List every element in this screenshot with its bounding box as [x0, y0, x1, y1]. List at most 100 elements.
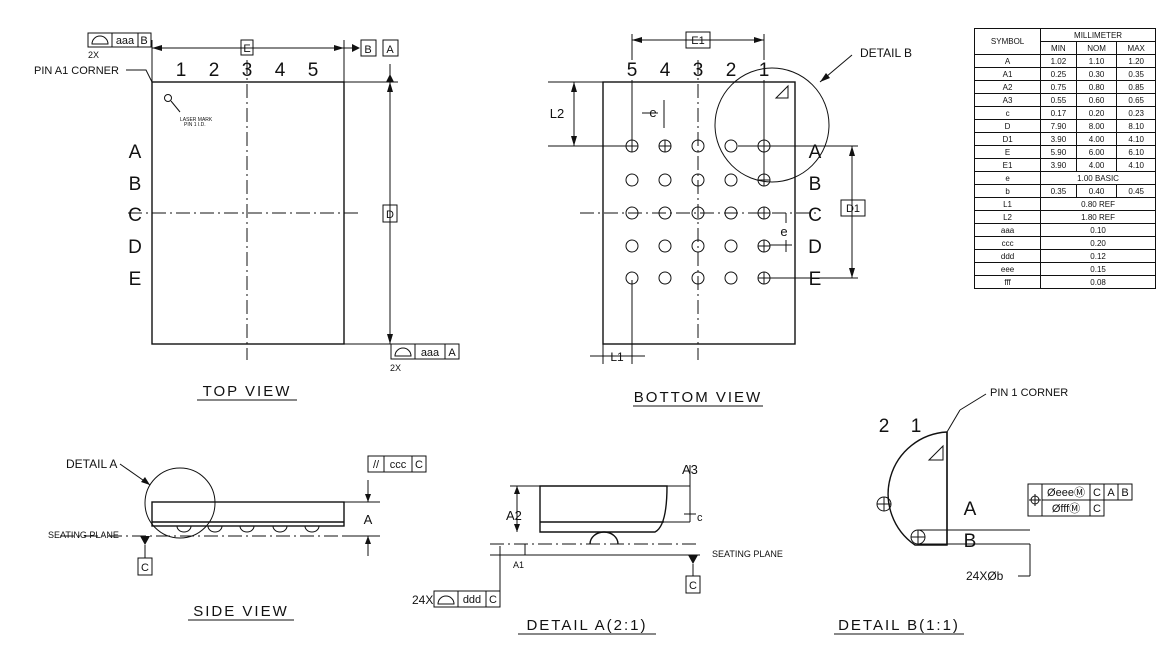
fcf-tol: aaa: [421, 347, 440, 359]
arrow-icon: [571, 82, 577, 92]
pin1-corner-label: PIN 1 CORNER: [990, 387, 1068, 399]
laser-mark-line1: LASER MARK: [180, 117, 213, 123]
solder-ball-icon: [658, 271, 672, 285]
table-cell: E: [973, 145, 1042, 159]
a2-label: A2: [506, 508, 522, 523]
a1-label: A1: [513, 560, 524, 570]
table-cell: 0.35: [1116, 67, 1156, 81]
top-row-label: C: [128, 205, 142, 226]
arrow-icon: [849, 146, 855, 156]
table-cell: 0.20: [1040, 236, 1156, 250]
bottom-view-title: BOTTOM VIEW: [634, 389, 762, 406]
table-cell: 8.10: [1116, 119, 1156, 133]
arrow-icon: [754, 37, 764, 43]
top-row-label: D: [128, 237, 142, 258]
table-cell: 4.00: [1075, 158, 1118, 172]
bottom-col-label: 3: [693, 60, 704, 81]
datum-b-box: [360, 39, 377, 57]
fcf-symbol-box: [390, 343, 416, 360]
table-cell: 0.12: [1040, 249, 1156, 263]
table-subheader: MIN: [1040, 41, 1077, 55]
table-cell: L2: [973, 210, 1042, 224]
arrow-icon: [514, 524, 520, 532]
side-view: DETAIL A SEATING PLANE C A // ccc C SIDE…: [48, 455, 427, 621]
table-cell: 8.00: [1075, 119, 1118, 133]
arrow-icon: [365, 494, 371, 502]
d1-label: D1: [846, 203, 860, 215]
arrow-icon: [820, 73, 830, 82]
solder-ball-icon: [724, 139, 738, 153]
side-balls: [176, 525, 320, 533]
table-cell: fff: [973, 275, 1042, 289]
table-cell: 0.40: [1075, 184, 1118, 198]
solder-ball-icon: [691, 206, 705, 220]
side-view-body: [151, 501, 345, 527]
fcf-symbol-box: [433, 590, 459, 608]
table-cell: 0.30: [1075, 67, 1118, 81]
table-subheader: NOM: [1075, 41, 1118, 55]
table-cell: 4.10: [1116, 158, 1156, 172]
table-cell: 1.10: [1075, 54, 1118, 68]
table-cell: 0.85: [1116, 80, 1156, 94]
table-cell: A3: [973, 93, 1042, 107]
table-cell: 0.60: [1075, 93, 1118, 107]
top-col-label: 3: [242, 60, 253, 81]
pin-a1-corner-label: PIN A1 CORNER: [34, 65, 119, 77]
solder-ball-icon: [691, 271, 705, 285]
table-cell: 0.80 REF: [1040, 197, 1156, 211]
solder-ball-icon: [304, 525, 320, 533]
solder-ball-icon: [625, 173, 639, 187]
table-cell: 6.00: [1075, 145, 1118, 159]
profile-surface-icon: [394, 347, 412, 357]
solder-ball-icon: [658, 173, 672, 187]
solder-ball-icon: [724, 173, 738, 187]
table-cell: 0.80: [1075, 80, 1118, 94]
table-cell: 0.08: [1040, 275, 1156, 289]
bottom-row-label: D: [808, 237, 822, 258]
arrow-icon: [387, 334, 393, 344]
arrow-icon: [365, 536, 371, 544]
table-cell: 0.17: [1040, 106, 1077, 120]
fcf-datum-box: [444, 343, 460, 360]
table-cell: e: [973, 171, 1042, 185]
fcf-datum: C: [1093, 503, 1101, 515]
detail-a-body: [539, 485, 668, 533]
table-cell: 0.65: [1116, 93, 1156, 107]
fcf-datum: A: [1107, 487, 1115, 499]
laser-mark-label: LASER MARK PIN 1 I.D.: [180, 117, 214, 128]
side-view-title: SIDE VIEW: [193, 603, 289, 620]
arrow-icon: [387, 82, 393, 92]
solder-ball-icon: [625, 206, 639, 220]
fcf-datum-box: [411, 455, 427, 473]
arrow-icon: [152, 45, 162, 51]
arrow-icon: [334, 45, 344, 51]
solder-ball-icon: [724, 206, 738, 220]
pin-a1-leader: [126, 69, 153, 83]
table-header-unit: MILLIMETER: [1040, 28, 1156, 42]
fcf-datum-box: [137, 32, 152, 48]
bottom-view-body: [602, 81, 796, 345]
arrow-icon: [141, 477, 150, 485]
table-cell: 0.75: [1040, 80, 1077, 94]
table-cell: 0.10: [1040, 223, 1156, 237]
fcf-datum-box: [485, 590, 501, 608]
bottom-row-label: B: [809, 174, 822, 195]
solder-ball-icon: [176, 525, 192, 533]
fcf-datum: C: [1093, 487, 1101, 499]
detail-a-label: DETAIL A: [66, 457, 117, 471]
detail-b-title: DETAIL B(1:1): [838, 617, 960, 634]
datum-c-box: [137, 557, 153, 576]
table-cell: 6.10: [1116, 145, 1156, 159]
table-cell: 5.90: [1040, 145, 1077, 159]
